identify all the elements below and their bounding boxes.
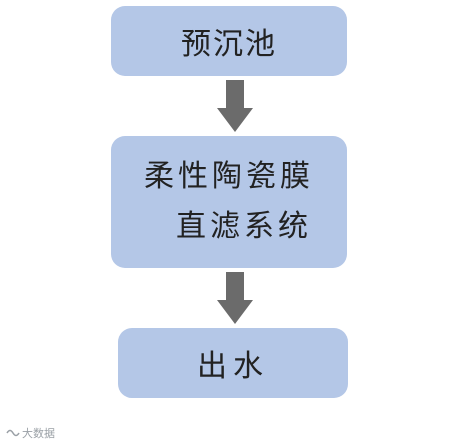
flow-step-pre-settling-tank: 预沉池 (111, 6, 347, 76)
down-arrow-icon (217, 80, 253, 132)
watermark-logo-icon (6, 429, 20, 437)
watermark: 大数据 (6, 425, 55, 441)
flow-step-effluent: 出水 (118, 328, 348, 398)
flow-step-label: 出水 (197, 349, 269, 384)
flow-step-label-line2: 直滤系统 (176, 209, 312, 244)
flow-step-label-line1: 柔性陶瓷膜 (144, 159, 314, 194)
flow-step-label: 预沉池 (181, 27, 277, 62)
watermark-text: 大数据 (22, 427, 55, 440)
flow-step-ceramic-membrane-system: 柔性陶瓷膜 直滤系统 (111, 136, 347, 268)
down-arrow-icon (217, 272, 253, 324)
